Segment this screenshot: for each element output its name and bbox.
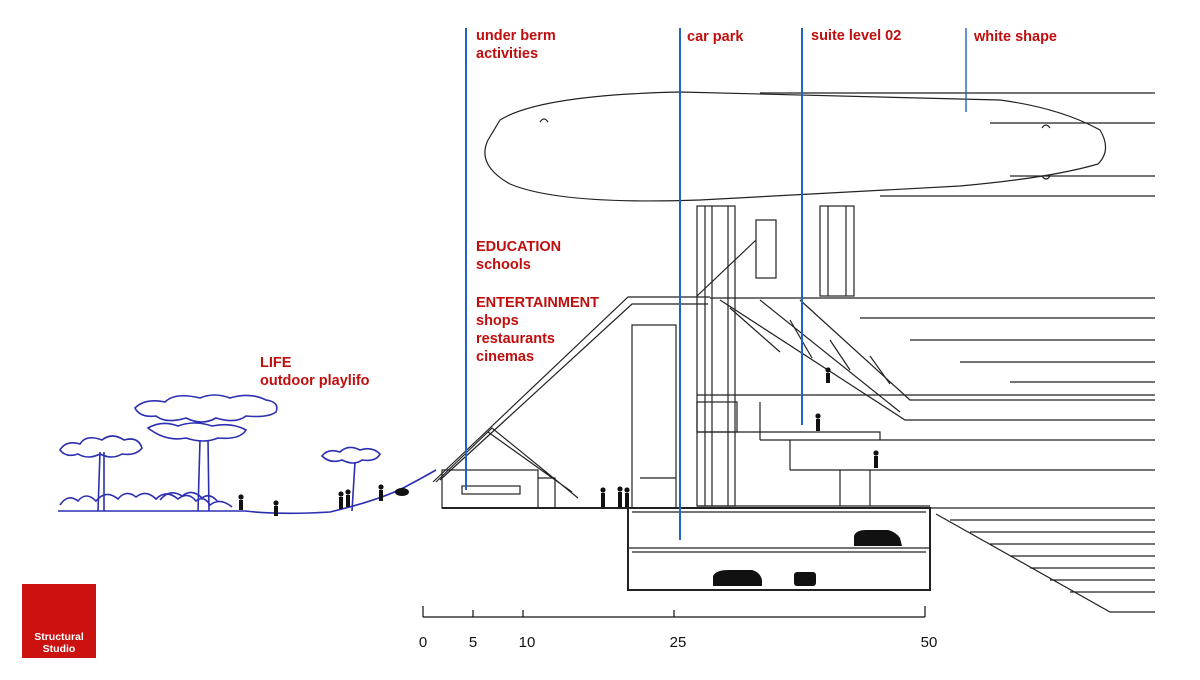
label-education-sub: schools	[476, 257, 531, 273]
people-outdoor	[238, 484, 409, 516]
scale-tick-5: 5	[468, 634, 478, 651]
tree-3	[320, 446, 381, 512]
label-entertainment-heading: ENTERTAINMENT	[476, 295, 599, 311]
label-life-sub: outdoor playlifo	[260, 373, 370, 389]
label-education-heading: EDUCATION	[476, 239, 562, 255]
pavilion-roof	[435, 427, 579, 499]
roof-edges	[760, 92, 1155, 197]
tree-2	[134, 394, 278, 512]
label-entertainment-item-2: restaurants	[476, 331, 555, 347]
label-under-berm-line2: activities	[476, 46, 539, 62]
people-suites	[815, 367, 879, 468]
bushes	[59, 491, 233, 508]
label-entertainment: ENTERTAINMENT shops restaurants cinemas	[476, 294, 599, 366]
label-education: EDUCATION schools	[476, 238, 561, 274]
car-park-box	[627, 507, 931, 591]
scale-bar	[422, 606, 926, 618]
label-suite-level: suite level 02	[811, 28, 902, 44]
structural-studio-logo: Structural Studio	[22, 584, 96, 658]
label-entertainment-item-3: cinemas	[476, 349, 535, 365]
scale-tick-0: 0	[418, 634, 428, 651]
white-shape-roof	[484, 91, 1107, 202]
label-white-shape: white shape	[974, 29, 1057, 45]
upper-tier	[710, 297, 1155, 421]
building-section	[432, 91, 1155, 613]
scale-tick-50: 50	[920, 634, 938, 651]
suite-levels	[697, 394, 1155, 507]
leader-lines	[465, 28, 967, 540]
people-plaza	[600, 486, 630, 507]
scale-tick-10: 10	[518, 634, 536, 651]
logo-line-2: Studio	[42, 643, 76, 655]
lower-bowl	[930, 507, 1155, 613]
landscape	[58, 394, 437, 516]
label-under-berm: under berm activities	[476, 27, 556, 63]
label-life: LIFE outdoor playlifo	[260, 354, 370, 390]
label-under-berm-line1: under berm	[476, 28, 556, 44]
logo-line-1: Structural	[34, 631, 84, 643]
tree-1	[59, 435, 143, 512]
rear-column	[819, 205, 855, 297]
scale-tick-25: 25	[669, 634, 687, 651]
cars	[713, 530, 902, 586]
label-life-heading: LIFE	[260, 355, 292, 371]
pavilion-room	[441, 469, 539, 509]
berm-slope	[432, 296, 710, 483]
core-column	[696, 205, 736, 507]
label-car-park: car park	[687, 29, 744, 45]
label-entertainment-item-1: shops	[476, 313, 519, 329]
ground-line	[58, 469, 437, 515]
facade-block	[631, 324, 677, 509]
